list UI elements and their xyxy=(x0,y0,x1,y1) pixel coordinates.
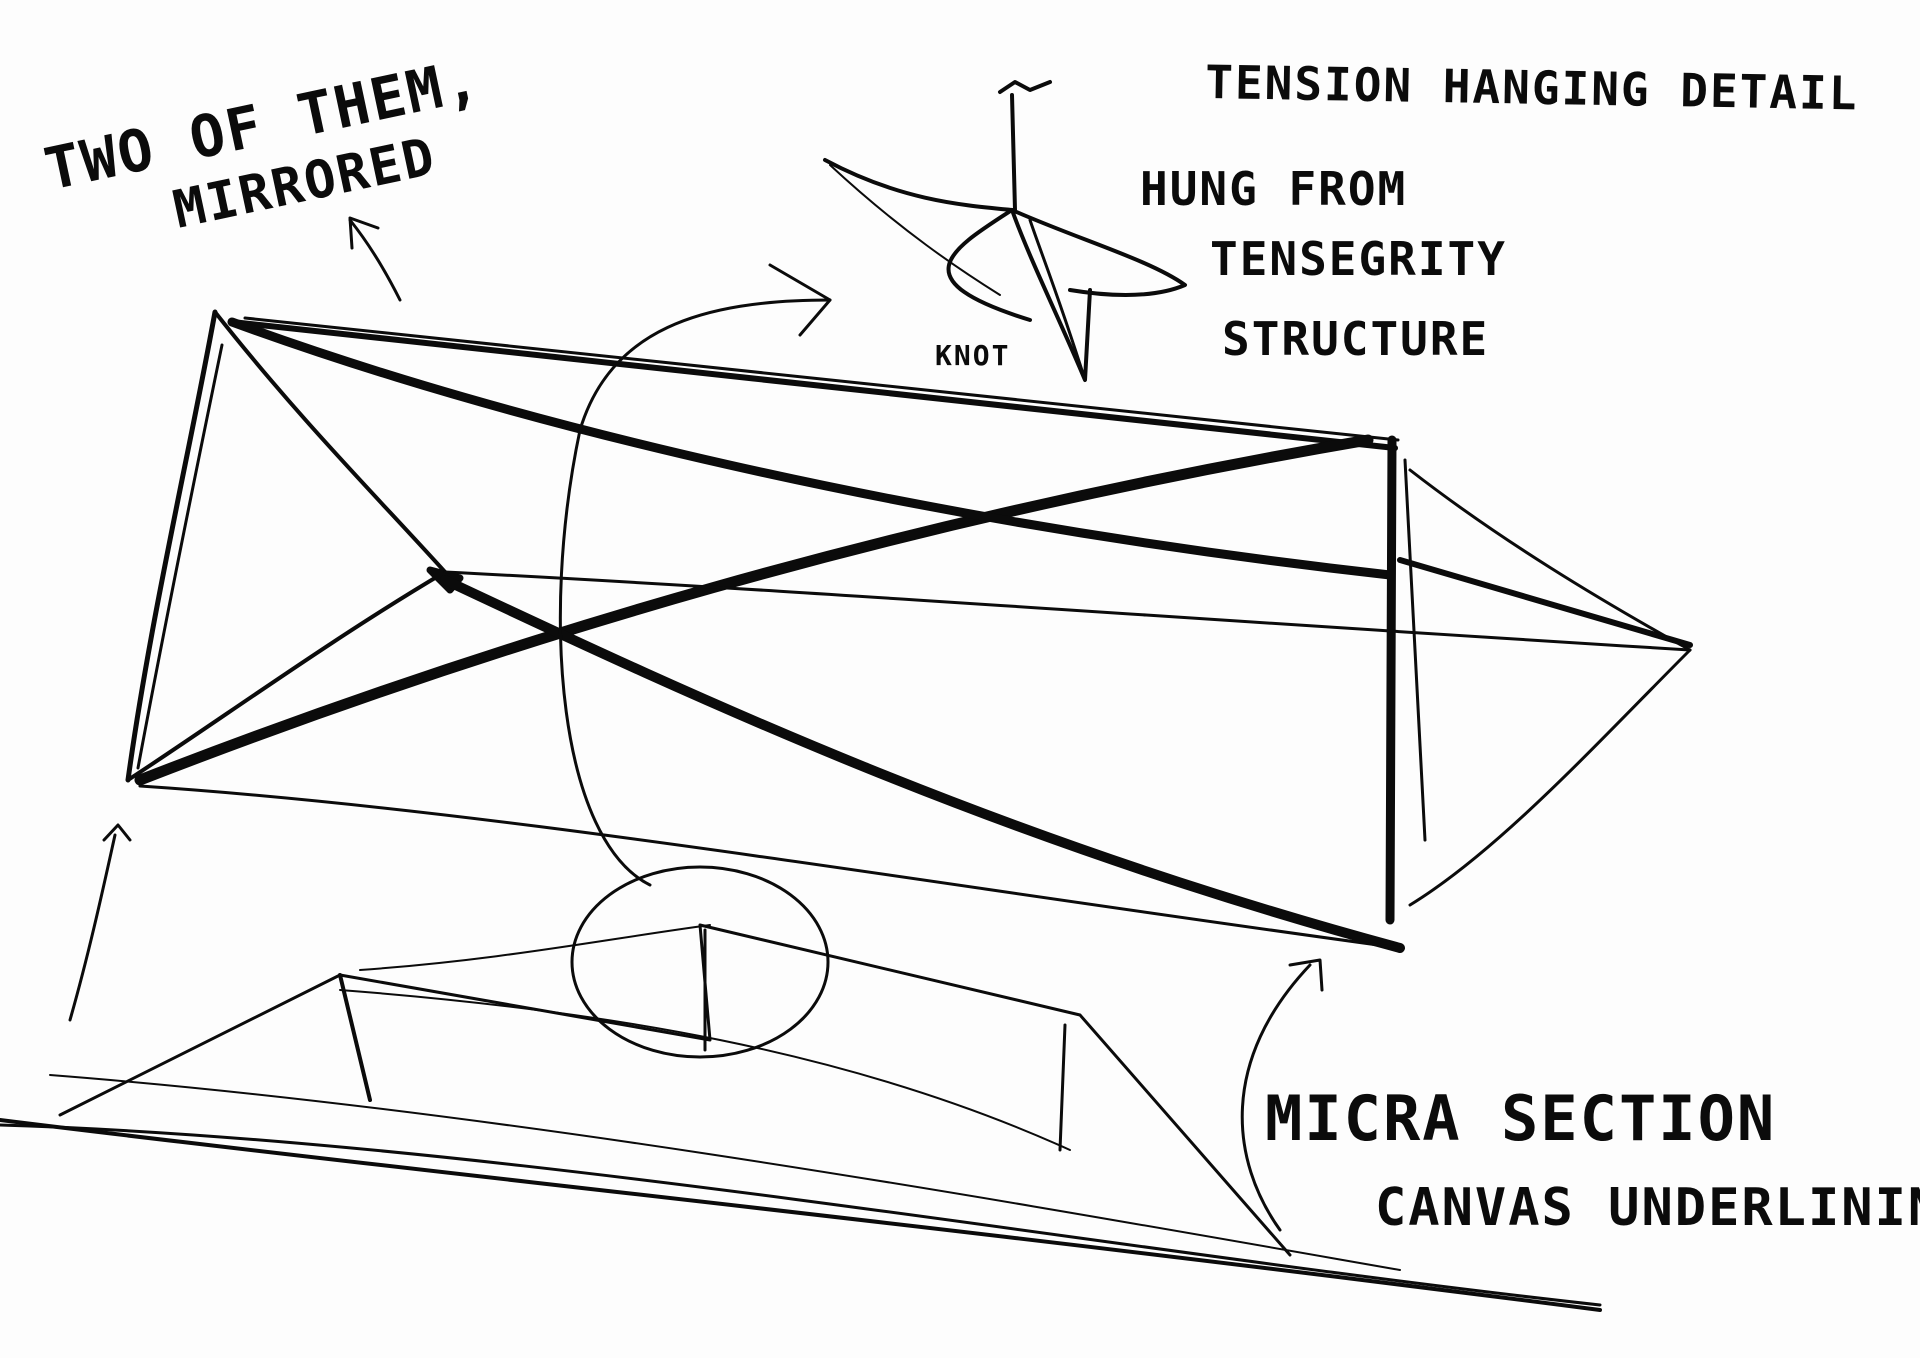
hanger-line xyxy=(998,80,1052,212)
ground-line-3 xyxy=(49,1074,1401,1271)
connector-arrow xyxy=(558,298,832,887)
micro-section xyxy=(0,865,1602,1312)
left-strut-inner xyxy=(136,343,224,770)
bottom-cable xyxy=(138,784,1402,950)
tensegrity-structure xyxy=(125,263,1693,953)
top-member xyxy=(229,319,1398,451)
micro-detail-circle xyxy=(570,865,830,1059)
right-post xyxy=(1385,435,1397,925)
arrow-micro xyxy=(1240,958,1324,1232)
micro-left-tent xyxy=(58,923,1292,1257)
arrow-two-mirrored xyxy=(348,216,402,302)
label-knot: KNOT xyxy=(935,339,1010,372)
right-beam xyxy=(1397,557,1693,648)
left-cable-upper xyxy=(213,310,447,574)
hanger-ray xyxy=(1028,218,1087,382)
label-hung-2: TENSEGRITY xyxy=(1210,232,1507,286)
label-title: TENSION HANGING DETAIL xyxy=(1205,55,1859,120)
right-cable-upper xyxy=(1408,468,1692,652)
hanger-wing-right-2 xyxy=(1010,208,1187,297)
labels: TENSION HANGING DETAIL TWO OF THEM, MIRR… xyxy=(39,45,1920,1238)
hanging-detail xyxy=(823,80,1187,382)
mid-cable xyxy=(443,570,1692,652)
top-member-2 xyxy=(243,316,1400,442)
annotation-arrows xyxy=(68,216,1324,1232)
diagonal-up xyxy=(134,434,1374,786)
ground-line-2 xyxy=(0,1123,1602,1307)
hanger-wing-left-2 xyxy=(829,164,1001,296)
label-micro-2: CANVAS UNDERLINING xyxy=(1375,1178,1920,1238)
diagonal-down xyxy=(227,317,1395,580)
left-cable-lower xyxy=(126,570,447,782)
connector-arrow-head xyxy=(768,263,832,337)
micro-left-post xyxy=(338,973,372,1102)
micro-cross-cable xyxy=(339,989,1071,1151)
left-strut-outer xyxy=(125,309,218,783)
hanger-wing-left xyxy=(823,158,1032,322)
label-micro-1: MICRA SECTION xyxy=(1265,1082,1776,1155)
right-post-thin xyxy=(1403,458,1427,842)
micro-upper-cable xyxy=(359,924,711,971)
label-hung-3: STRUCTURE xyxy=(1222,312,1489,366)
label-hung-1: HUNG FROM xyxy=(1140,162,1407,216)
arrow-left-bottom xyxy=(68,823,132,1022)
diagonal-down-lower xyxy=(440,575,1405,953)
right-cable-lower xyxy=(1408,648,1692,907)
ground-line xyxy=(0,1118,1602,1312)
micro-right-post xyxy=(1058,1023,1067,1152)
